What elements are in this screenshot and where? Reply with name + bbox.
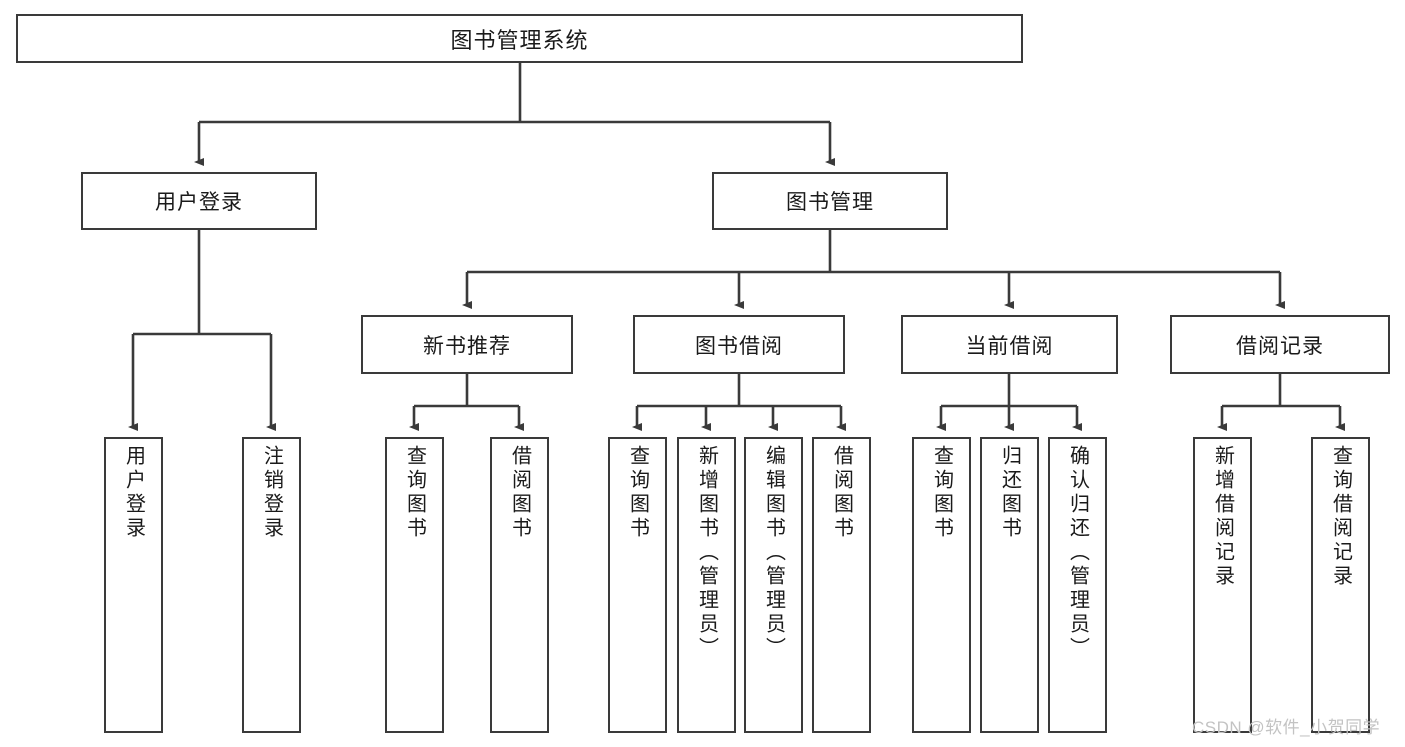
node-label: 用户登录 [122, 445, 145, 541]
node-label: 新书推荐 [423, 334, 511, 358]
node-book-management[interactable]: 图书管理 [712, 172, 948, 230]
csdn-watermark: CSDN @软件_小贺同学 [1192, 718, 1381, 737]
node-label: 查询借阅记录 [1329, 445, 1352, 589]
node-user-login[interactable]: 用户登录 [81, 172, 317, 230]
leaf-current-return-book[interactable]: 归还图书 [980, 437, 1039, 733]
node-new-book-recommend[interactable]: 新书推荐 [361, 315, 573, 374]
node-label: 注销登录 [260, 445, 283, 541]
node-borrow-record[interactable]: 借阅记录 [1170, 315, 1390, 374]
node-label: 用户登录 [155, 191, 243, 214]
leaf-user-login-logout[interactable]: 注销登录 [242, 437, 301, 733]
node-label: 新增借阅记录 [1211, 445, 1234, 589]
node-label: 图书借阅 [695, 334, 783, 358]
leaf-borrow-edit-book[interactable]: 编辑图书（管理员） [744, 437, 803, 733]
node-label: 当前借阅 [965, 334, 1054, 358]
node-label: 借阅图书 [508, 445, 531, 541]
node-label: 图书管理 [786, 191, 874, 214]
node-label: 确认归还（管理员） [1066, 445, 1089, 661]
node-label: 新增图书（管理员） [695, 445, 718, 661]
node-label: 查询图书 [403, 445, 426, 541]
node-label: 查询图书 [930, 445, 953, 541]
leaf-new-book-query[interactable]: 查询图书 [385, 437, 444, 733]
leaf-record-add[interactable]: 新增借阅记录 [1193, 437, 1252, 733]
node-label: 借阅记录 [1236, 334, 1324, 358]
leaf-user-login-signin[interactable]: 用户登录 [104, 437, 163, 733]
leaf-borrow-query-book[interactable]: 查询图书 [608, 437, 667, 733]
leaf-record-query[interactable]: 查询借阅记录 [1311, 437, 1370, 733]
node-root[interactable]: 图书管理系统 [16, 14, 1023, 63]
leaf-current-query-book[interactable]: 查询图书 [912, 437, 971, 733]
leaf-current-confirm-return[interactable]: 确认归还（管理员） [1048, 437, 1107, 733]
leaf-borrow-borrow-book[interactable]: 借阅图书 [812, 437, 871, 733]
node-label: 编辑图书（管理员） [762, 445, 785, 661]
node-current-borrow[interactable]: 当前借阅 [901, 315, 1118, 374]
leaf-borrow-add-book[interactable]: 新增图书（管理员） [677, 437, 736, 733]
node-label: 查询图书 [626, 445, 649, 541]
leaf-new-book-borrow[interactable]: 借阅图书 [490, 437, 549, 733]
node-label: 借阅图书 [830, 445, 853, 541]
node-label: 归还图书 [998, 445, 1021, 541]
node-book-borrow[interactable]: 图书借阅 [633, 315, 845, 374]
node-label: 图书管理系统 [450, 27, 589, 53]
